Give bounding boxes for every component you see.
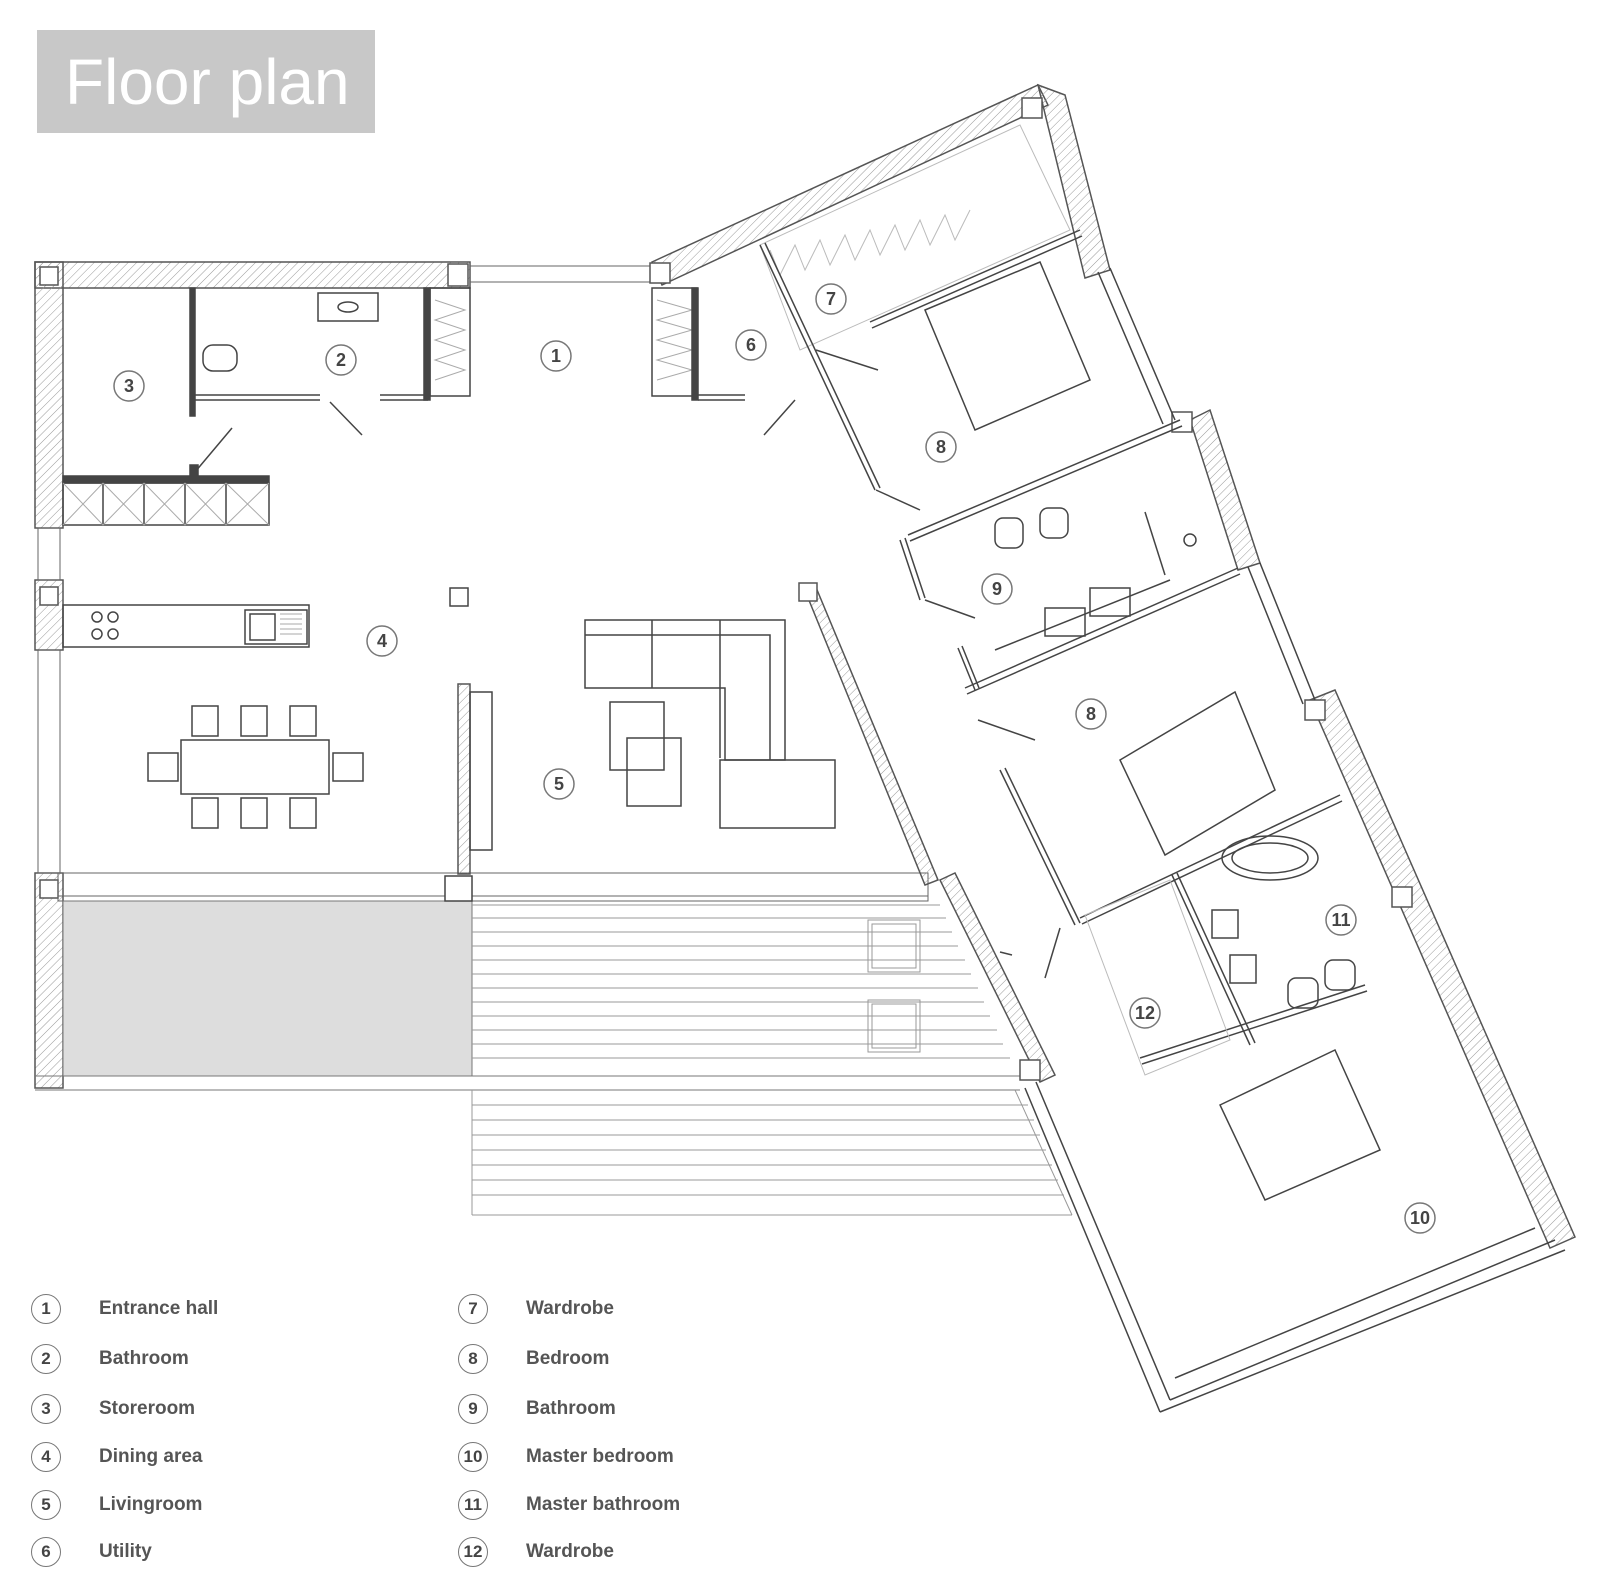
legend-item: 4 Dining area xyxy=(31,1440,202,1474)
legend-item: 7 Wardrobe xyxy=(458,1292,614,1326)
title-box: Floor plan xyxy=(37,30,375,133)
marker-8b: 8 xyxy=(1086,704,1096,724)
marker-12: 12 xyxy=(1135,1003,1155,1023)
legend-item: 1 Entrance hall xyxy=(31,1292,218,1326)
legend-number: 3 xyxy=(31,1394,61,1424)
legend-number: 7 xyxy=(458,1294,488,1324)
legend-number: 5 xyxy=(31,1490,61,1520)
marker-3: 3 xyxy=(124,376,134,396)
legend-number: 11 xyxy=(458,1490,488,1520)
legend-item: 9 Bathroom xyxy=(458,1392,616,1426)
legend-label: Master bathroom xyxy=(526,1494,681,1515)
marker-1: 1 xyxy=(551,346,561,366)
left-wing-windows xyxy=(37,265,929,902)
legend-label: Bedroom xyxy=(526,1348,610,1369)
legend-item: 12 Wardrobe xyxy=(458,1535,614,1569)
legend-item: 3 Storeroom xyxy=(31,1392,195,1426)
legend-item: 10 Master bedroom xyxy=(458,1440,674,1474)
legend-label: Entrance hall xyxy=(99,1298,219,1319)
marker-7: 7 xyxy=(826,289,836,309)
marker-6: 6 xyxy=(746,335,756,355)
legend-number: 4 xyxy=(31,1442,61,1472)
legend-label: Dining area xyxy=(99,1446,203,1467)
legend-item: 6 Utility xyxy=(31,1535,152,1569)
marker-10: 10 xyxy=(1410,1208,1430,1228)
legend-number: 8 xyxy=(458,1344,488,1374)
terrace-deck xyxy=(471,904,1073,1216)
terrace xyxy=(35,900,1020,1091)
legend-label: Storeroom xyxy=(99,1398,196,1419)
left-wing-partitions xyxy=(62,287,836,902)
room-marker-labels: 1 2 3 4 5 6 7 8 9 8 10 11 12 xyxy=(124,289,1430,1228)
legend-label: Wardrobe xyxy=(526,1298,614,1319)
marker-11: 11 xyxy=(1331,910,1350,930)
legend-number: 2 xyxy=(31,1344,61,1374)
legend-item: 8 Bedroom xyxy=(458,1342,609,1376)
marker-5: 5 xyxy=(554,774,564,794)
legend-number: 10 xyxy=(458,1442,488,1472)
legend-label: Master bedroom xyxy=(526,1446,674,1467)
marker-2: 2 xyxy=(336,350,346,370)
page-title: Floor plan xyxy=(65,46,350,118)
legend-item: 11 Master bathroom xyxy=(458,1488,680,1522)
legend-label: Wardrobe xyxy=(526,1541,614,1562)
marker-8a: 8 xyxy=(936,437,946,457)
legend-label: Utility xyxy=(99,1541,152,1562)
legend-number: 9 xyxy=(458,1394,488,1424)
marker-9: 9 xyxy=(992,579,1002,599)
legend-label: Bathroom xyxy=(99,1348,189,1369)
marker-4: 4 xyxy=(377,631,387,651)
right-wing-walls xyxy=(649,83,1576,1249)
legend-label: Bathroom xyxy=(526,1398,616,1419)
room-markers xyxy=(113,283,1436,1234)
legend-number: 12 xyxy=(458,1537,488,1567)
legend-label: Livingroom xyxy=(99,1494,203,1515)
legend-number: 1 xyxy=(31,1294,61,1324)
right-wing-lines xyxy=(759,124,1566,1413)
legend-item: 5 Livingroom xyxy=(31,1488,202,1522)
legend-item: 2 Bathroom xyxy=(31,1342,189,1376)
legend-number: 6 xyxy=(31,1537,61,1567)
